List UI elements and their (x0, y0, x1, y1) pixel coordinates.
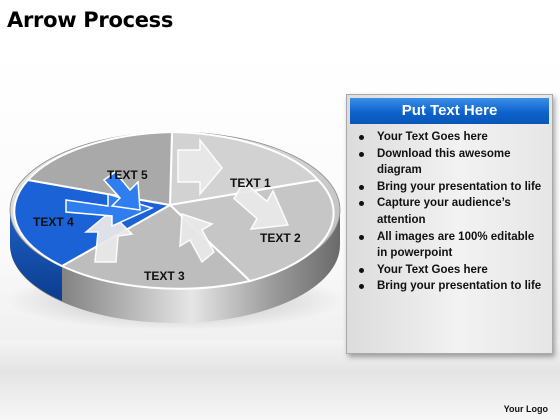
arrow-1 (177, 137, 223, 197)
bullet-text: Capture your audience’s attention (377, 197, 511, 226)
arrow-2 (233, 180, 290, 230)
bullet-icon (359, 201, 364, 207)
bullet-item: Your Text Goes here (355, 129, 546, 146)
arrow-3 (179, 212, 215, 264)
label-text-1: TEXT 1 (230, 176, 271, 190)
bullet-icon (359, 234, 364, 240)
bullet-icon (359, 135, 364, 140)
bullet-text: Bring your presentation to life (377, 280, 542, 293)
bullet-text: Your Text Goes here (377, 131, 488, 143)
bullet-item: Your Text Goes here (355, 262, 546, 279)
label-text-4: TEXT 4 (33, 215, 74, 229)
logo-text: Your Logo (503, 404, 548, 414)
bullet-text: Your Text Goes here (377, 263, 488, 276)
label-text-2: TEXT 2 (260, 231, 301, 245)
label-text-5: TEXT 5 (107, 168, 148, 182)
arrow-5 (102, 170, 141, 211)
text-panel-header: Put Text Here (350, 98, 549, 124)
segment-text-2 (167, 178, 335, 283)
bullet-item: Download this awesome diagram (355, 146, 546, 179)
bullet-text: Bring your presentation to life (377, 180, 542, 193)
bullet-item: Bring your presentation to life (355, 179, 546, 196)
arrow-4 (83, 210, 134, 263)
slide-title: Arrow Process (7, 8, 174, 32)
text-panel: Put Text Here Your Text Goes here Downlo… (346, 94, 553, 354)
bullet-item: Capture your audience’s attention (355, 195, 546, 228)
bullet-item: Bring your presentation to life (355, 278, 546, 295)
disc-side (10, 210, 340, 323)
bullet-icon (359, 267, 364, 273)
bullet-text: All images are 100% editable in powerpoi… (377, 230, 535, 260)
label-text-3: TEXT 3 (144, 269, 185, 283)
bullet-item: All images are 100% editable in powerpoi… (355, 229, 546, 262)
bullet-icon (359, 284, 364, 290)
bullet-list: Your Text Goes here Download this awesom… (347, 129, 552, 295)
bullet-icon (359, 184, 364, 190)
disc-side-highlight (10, 210, 62, 301)
bullet-text: Download this awesome diagram (377, 147, 511, 177)
segment-text-3 (59, 203, 253, 290)
bullet-icon (359, 151, 364, 157)
